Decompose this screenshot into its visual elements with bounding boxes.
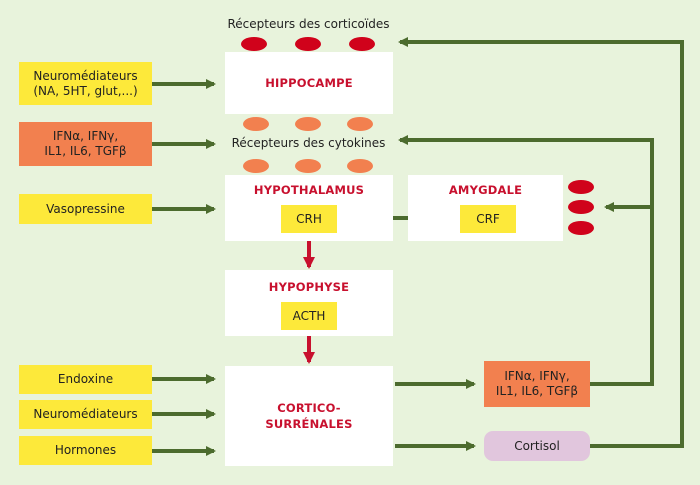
- arrow-cortisol-feedback: [398, 37, 684, 448]
- acth-label: ACTH: [281, 302, 337, 330]
- amygdale-title: AMYGDALE: [448, 183, 523, 197]
- amygdale-box: AMYGDALE CRF: [408, 175, 563, 241]
- endoxine-input: Endoxine: [19, 365, 152, 394]
- cytokine-receptor: [243, 159, 269, 173]
- hormones-input: Hormones: [19, 436, 152, 465]
- amygdale-receptor: [568, 180, 594, 194]
- cytokine-receptors-label: Récepteurs des cytokines: [231, 136, 386, 150]
- cytokines-input: IFNα, IFNγ, IL1, IL6, TGFβ: [19, 122, 152, 166]
- corticoid-receptor: [295, 37, 321, 51]
- corticoid-receptor: [349, 37, 375, 51]
- neuromediateurs-input-top: Neuromédiateurs (NA, 5HT, glut,...): [19, 62, 152, 105]
- hippocampe-title: HIPPOCAMPE: [265, 76, 353, 90]
- cytokine-receptor: [295, 159, 321, 173]
- amygdale-receptor: [568, 221, 594, 235]
- cortisol-output: Cortisol: [484, 431, 590, 461]
- corticoid-receptor: [241, 37, 267, 51]
- vasopressine-input: Vasopressine: [19, 194, 152, 224]
- hypophyse-title: HYPOPHYSE: [268, 280, 350, 294]
- cytokines-output: IFNα, IFNγ, IL1, IL6, TGFβ: [484, 361, 590, 407]
- cytokine-receptor: [243, 117, 269, 131]
- amygdale-receptor: [568, 200, 594, 214]
- crf-label: CRF: [460, 205, 516, 233]
- hippocampe-box: HIPPOCAMPE: [225, 52, 393, 114]
- hypophyse-box: HYPOPHYSE ACTH: [225, 270, 393, 336]
- cytokine-receptor: [295, 117, 321, 131]
- hypothalamus-box: HYPOTHALAMUS CRH: [225, 175, 393, 241]
- corticosurrenales-title: CORTICO- SURRÉNALES: [265, 400, 353, 431]
- neuromediateurs-input-bottom: Neuromédiateurs: [19, 400, 152, 429]
- arrow-cytokines-feedback: [398, 135, 654, 386]
- crh-label: CRH: [281, 205, 337, 233]
- cytokine-receptor: [347, 117, 373, 131]
- corticoid-receptors-label: Récepteurs des corticoïdes: [227, 17, 390, 31]
- hypothalamus-title: HYPOTHALAMUS: [253, 183, 365, 197]
- cytokine-receptor: [347, 159, 373, 173]
- corticosurrenales-box: CORTICO- SURRÉNALES: [225, 366, 393, 466]
